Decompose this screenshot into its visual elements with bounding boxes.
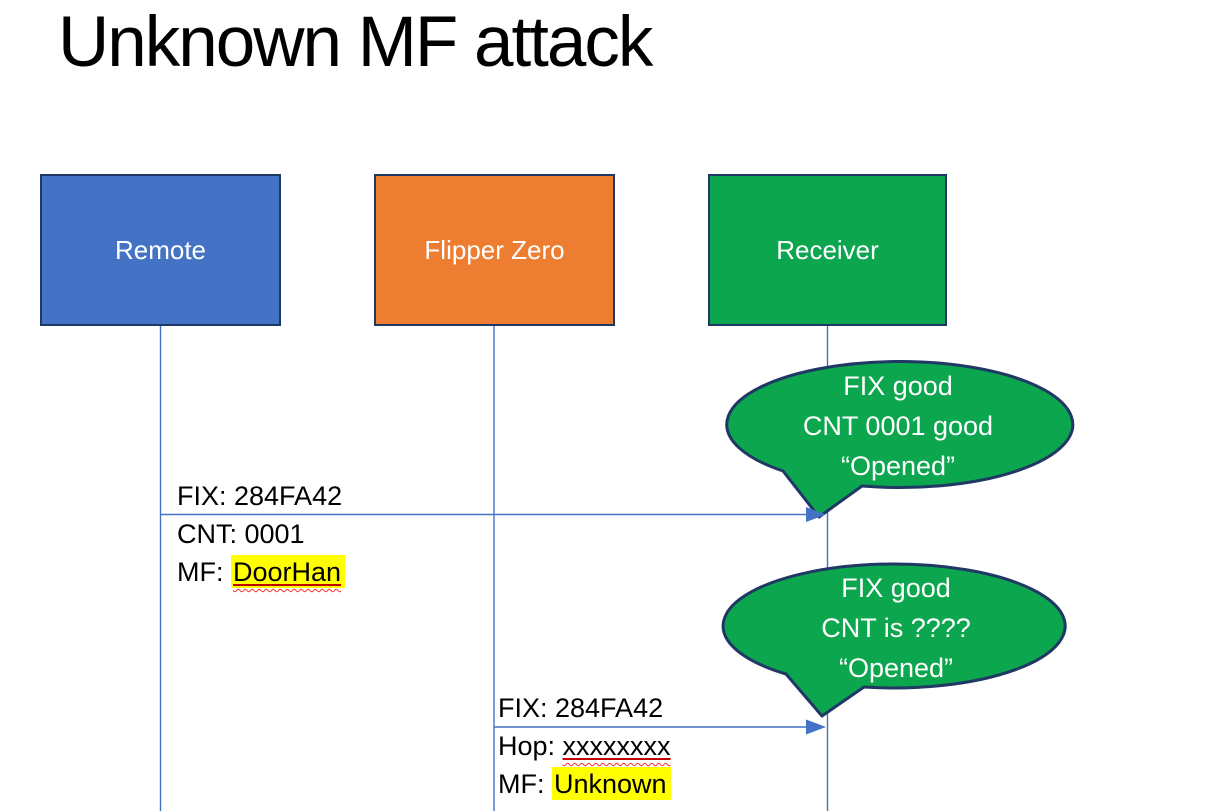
message-2-hop-prefix: Hop: bbox=[498, 731, 563, 761]
message-1-mf-prefix: MF: bbox=[177, 557, 231, 587]
message-1-label: FIX: 284FA42 CNT: 0001 MF: DoorHan bbox=[177, 477, 346, 591]
message-2-hop: Hop: xxxxxxxx bbox=[498, 727, 671, 765]
message-1-mf: MF: DoorHan bbox=[177, 553, 346, 591]
message-2-mf-value-highlight: Unknown bbox=[552, 767, 671, 800]
message-2-label: FIX: 284FA42 Hop: xxxxxxxx MF: Unknown bbox=[498, 689, 671, 803]
message-2-mf-prefix: MF: bbox=[498, 769, 552, 799]
message-1-fix: FIX: 284FA42 bbox=[177, 481, 343, 511]
message-1-cnt: CNT: 0001 bbox=[177, 519, 305, 549]
message-2-mf: MF: Unknown bbox=[498, 765, 671, 803]
speech-bubble-2-text: FIX good CNT is ???? “Opened” bbox=[726, 568, 1066, 688]
bubble-2-line-3: “Opened” bbox=[838, 653, 954, 683]
speech-bubble-1-text: FIX good CNT 0001 good “Opened” bbox=[726, 366, 1070, 486]
message-arrow-2-arrowhead-icon bbox=[806, 719, 826, 735]
bubble-1-line-1: FIX good bbox=[843, 371, 953, 401]
bubble-1-line-3: “Opened” bbox=[840, 451, 956, 481]
actor-box-remote: Remote bbox=[40, 174, 281, 326]
page-title: Unknown MF attack bbox=[58, 3, 653, 82]
message-arrow-1-arrowhead-icon bbox=[806, 507, 826, 522]
bubble-2-line-2: CNT is ???? bbox=[821, 613, 971, 643]
actor-label-receiver: Receiver bbox=[776, 234, 879, 265]
bubble-1-line-2: CNT 0001 good bbox=[802, 411, 994, 441]
message-2-mf-value: Unknown bbox=[554, 769, 667, 799]
message-2-hop-value: xxxxxxxx bbox=[562, 731, 671, 761]
actor-label-remote: Remote bbox=[114, 234, 207, 265]
speech-bubble-1 bbox=[725, 360, 1075, 519]
actor-label-flipper-zero: Flipper Zero bbox=[424, 234, 565, 265]
bubble-2-line-1: FIX good bbox=[841, 573, 951, 603]
speech-bubble-2 bbox=[721, 562, 1067, 718]
message-1-mf-value-highlight: DoorHan bbox=[231, 555, 346, 588]
message-1-mf-value: DoorHan bbox=[233, 557, 342, 587]
actor-box-receiver: Receiver bbox=[708, 174, 947, 326]
message-2-fix: FIX: 284FA42 bbox=[498, 693, 664, 723]
message-2-hop-value-wrap: xxxxxxxx bbox=[563, 731, 671, 761]
actor-box-flipper-zero: Flipper Zero bbox=[374, 174, 615, 326]
